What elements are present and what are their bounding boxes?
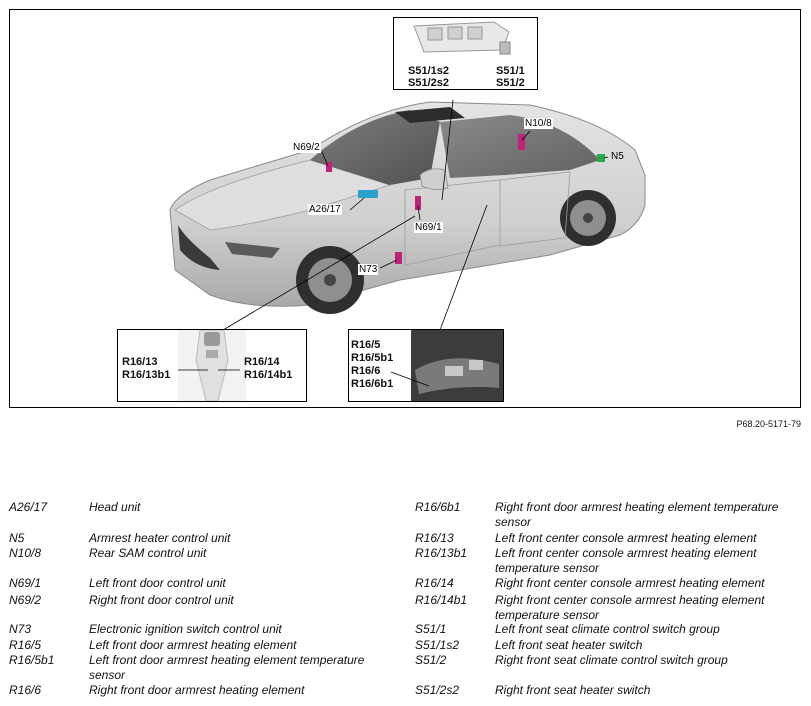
legend-code: R16/13 <box>415 531 454 545</box>
car-sunroof <box>395 107 465 123</box>
legend-code: S51/1s2 <box>415 638 460 652</box>
legend-code: R16/5 <box>9 638 42 652</box>
figure-code: P68.20-5171-79 <box>736 419 801 429</box>
legend-code: S51/2 <box>415 653 447 667</box>
legend-description: Right front door control unit <box>89 593 234 607</box>
marker-n69-1 <box>415 196 421 210</box>
inset-label-r16-5b1: R16/5b1 <box>351 352 394 364</box>
inset-label-r16-14b1: R16/14b1 <box>244 369 293 381</box>
legend-description: Left front door armrest heating element <box>89 638 297 652</box>
legend-code: R16/14 <box>415 576 454 590</box>
label-n69-2: N69/2 <box>292 142 321 153</box>
center-console-image <box>178 330 246 401</box>
legend-description: Right front center console armrest heati… <box>495 576 765 590</box>
door-armrest-image <box>390 330 503 401</box>
marker-a26-17 <box>358 190 378 198</box>
marker-n69-2 <box>326 162 332 172</box>
legend-code: S51/1 <box>415 622 447 636</box>
legend-description: Right front door armrest heating element… <box>495 500 779 529</box>
legend-description: Left front seat heater switch <box>495 638 643 652</box>
inset-center-console: R16/13 R16/13b1 R16/14 R16/14b1 <box>117 329 307 402</box>
inset-label-r16-14: R16/14 <box>244 356 280 368</box>
car-windshield <box>310 110 440 185</box>
legend-description: Left front door armrest heating element … <box>89 653 365 682</box>
legend-description: Rear SAM control unit <box>89 546 207 560</box>
legend-code: R16/6 <box>9 683 42 697</box>
switch-group-image <box>413 21 511 55</box>
legend-description: Right front door armrest heating element <box>89 683 305 697</box>
label-a26-17: A26/17 <box>308 204 342 215</box>
inset-label-r16-6b1: R16/6b1 <box>351 378 394 390</box>
label-n73: N73 <box>358 264 379 275</box>
legend-description: Head unit <box>89 500 141 514</box>
inset-label-s51-2: S51/2 <box>496 77 525 89</box>
legend-code: R16/13b1 <box>415 546 468 560</box>
legend-code: R16/14b1 <box>415 593 468 607</box>
legend-code: N73 <box>9 622 32 636</box>
inset-label-r16-5: R16/5 <box>351 339 381 351</box>
legend-description: Left front center console armrest heatin… <box>495 531 757 545</box>
car-headlight <box>225 242 280 258</box>
inset-label-r16-6: R16/6 <box>351 365 381 377</box>
car-mirror <box>419 168 449 190</box>
legend-code: R16/5b1 <box>9 653 55 667</box>
legend-code: S51/2s2 <box>415 683 460 697</box>
legend-code: N69/1 <box>9 576 42 590</box>
inset-label-s51-2s2: S51/2s2 <box>408 77 449 89</box>
legend-description: Armrest heater control unit <box>89 531 231 545</box>
legend-description: Right front seat heater switch <box>495 683 651 697</box>
legend-description: Electronic ignition switch control unit <box>89 622 282 636</box>
inset-door-armrest: R16/5 R16/5b1 R16/6 R16/6b1 <box>348 329 504 402</box>
marker-n10-8 <box>518 134 525 150</box>
legend-description: Right front seat climate control switch … <box>495 653 728 667</box>
inset-switch-group: S51/1s2 S51/2s2 S51/1 S51/2 <box>393 17 538 90</box>
inset-label-s51-1: S51/1 <box>496 65 525 77</box>
legend-code: N10/8 <box>9 546 42 560</box>
inset-label-r16-13: R16/13 <box>122 356 158 368</box>
legend-description: Left front center console armrest heatin… <box>495 546 757 575</box>
label-n69-1: N69/1 <box>414 222 443 233</box>
car-grille <box>178 225 220 270</box>
marker-n5 <box>597 154 605 162</box>
car-illustration <box>169 99 646 331</box>
legend-code: N69/2 <box>9 593 42 607</box>
legend-description: Right front center console armrest heati… <box>495 593 765 622</box>
label-n10-8: N10/8 <box>524 118 553 129</box>
component-location-figure: N69/2 N10/8 N5 A26/17 N69/1 N73 S51/1s2 … <box>9 9 801 408</box>
legend-description: Left front seat climate control switch g… <box>495 622 720 636</box>
legend-description: Left front door control unit <box>89 576 226 590</box>
inset-label-r16-13b1: R16/13b1 <box>122 369 171 381</box>
inset-label-s51-1s2: S51/1s2 <box>408 65 449 77</box>
label-n5: N5 <box>611 151 624 162</box>
marker-n73 <box>395 252 402 264</box>
legend-code: N5 <box>9 531 25 545</box>
legend-code: A26/17 <box>9 500 48 514</box>
legend-code: R16/6b1 <box>415 500 461 514</box>
